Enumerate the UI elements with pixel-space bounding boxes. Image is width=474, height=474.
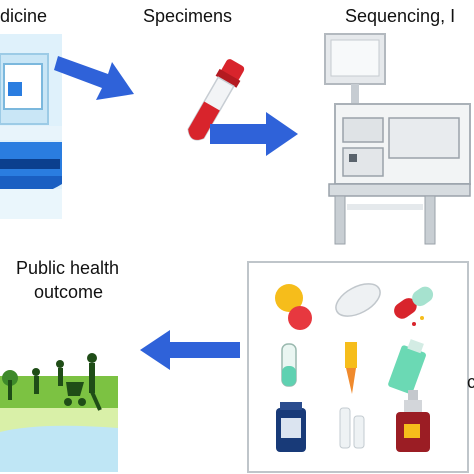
blood-tube-icon xyxy=(187,59,245,141)
arrow-to-specimens xyxy=(54,56,134,100)
specimens-label: Specimens xyxy=(143,6,233,26)
park-scene-icon xyxy=(0,348,122,472)
public-health-label-line1: Public health xyxy=(16,258,120,278)
sequencer-icon xyxy=(324,33,471,245)
arrow-to-public-health xyxy=(140,330,240,370)
medicines-icon xyxy=(247,261,469,473)
right-edge-fragment-label: c xyxy=(467,372,474,392)
medicine-label: dicine xyxy=(0,6,48,26)
hospital-machine-icon xyxy=(0,34,62,219)
arrow-to-sequencing xyxy=(210,112,298,156)
sequencing-label: Sequencing, I xyxy=(345,6,456,26)
public-health-label-line2: outcome xyxy=(34,282,104,302)
